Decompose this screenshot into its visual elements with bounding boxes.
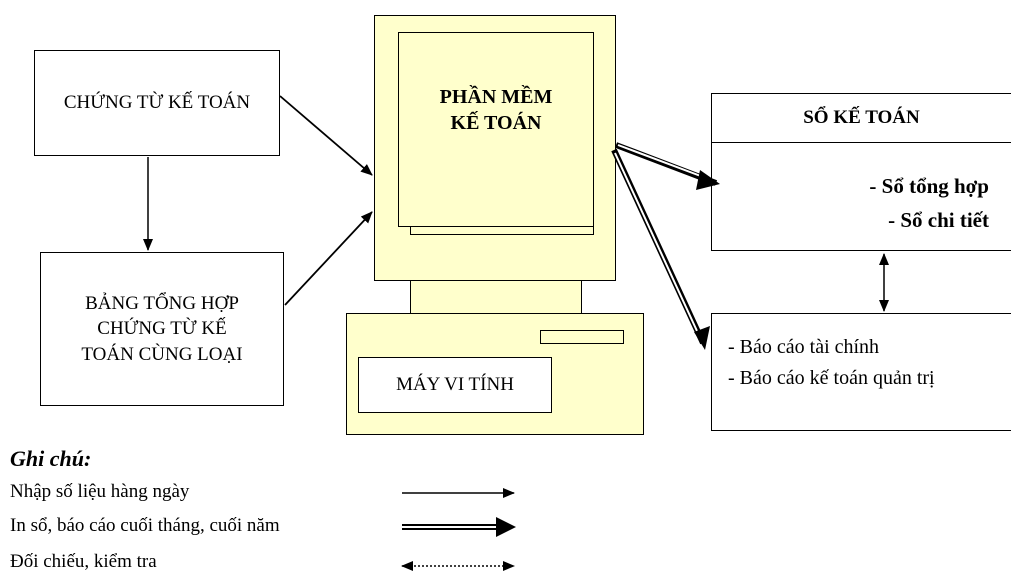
ledger-item-summary: - Sổ tổng hợp	[869, 174, 989, 198]
software-label: PHẦN MỀM KẾ TOÁN	[398, 72, 594, 148]
arrow-software-to-ledger	[614, 142, 720, 190]
summary-line-2: CHỨNG TỪ KẾ	[97, 318, 227, 340]
ledger-title: SỔ KẾ TOÁN	[803, 107, 920, 128]
monitor-screen	[398, 32, 594, 227]
computer-label: MÁY VI TÍNH	[396, 374, 514, 396]
summary-line-3: TOÁN CÙNG LOẠI	[81, 343, 243, 365]
ledger-title-bar: SỔ KẾ TOÁN	[712, 94, 1011, 143]
source-documents-box: CHỨNG TỪ KẾ TOÁN	[34, 50, 280, 156]
monitor-screen-ledge	[410, 227, 594, 235]
disk-drive-slot	[540, 330, 624, 344]
computer-label-box: MÁY VI TÍNH	[358, 357, 552, 413]
reports-box: - Báo cáo tài chính - Báo cáo kế toán qu…	[711, 313, 1011, 431]
report-financial: - Báo cáo tài chính	[728, 336, 880, 358]
source-documents-label: CHỨNG TỪ KẾ TOÁN	[63, 92, 251, 114]
legend-sample-double-arrow	[402, 517, 516, 537]
ledger-item-detail: - Sổ chi tiết	[888, 207, 989, 232]
monitor-stand	[410, 280, 582, 314]
legend-title: Ghi chú:	[10, 446, 92, 471]
legend-reconcile: Đối chiếu, kiểm tra	[10, 551, 157, 572]
summary-documents-box: BẢNG TỔNG HỢP CHỨNG TỪ KẾ TOÁN CÙNG LOẠI	[40, 252, 284, 406]
arrow-docs-to-software	[279, 95, 373, 176]
arrow-software-to-reports	[611, 148, 710, 350]
report-management: - Báo cáo kế toán quản trị	[728, 367, 935, 389]
ledger-items: - Sổ tổng hợp - Sổ chi tiết	[712, 170, 989, 237]
ledger-box: SỔ KẾ TOÁN - Sổ tổng hợp - Sổ chi tiết	[711, 93, 1011, 251]
reports-items: - Báo cáo tài chính - Báo cáo kế toán qu…	[728, 332, 935, 394]
arrow-summary-to-software	[284, 211, 373, 306]
software-line-2: KẾ TOÁN	[450, 112, 542, 134]
software-line-1: PHẦN MỀM	[439, 86, 553, 108]
summary-line-1: BẢNG TỔNG HỢP	[85, 292, 239, 314]
legend-daily-input: Nhập số liệu hàng ngày	[10, 481, 190, 502]
legend-print-reports: In sổ, báo cáo cuối tháng, cuối năm	[10, 515, 280, 536]
